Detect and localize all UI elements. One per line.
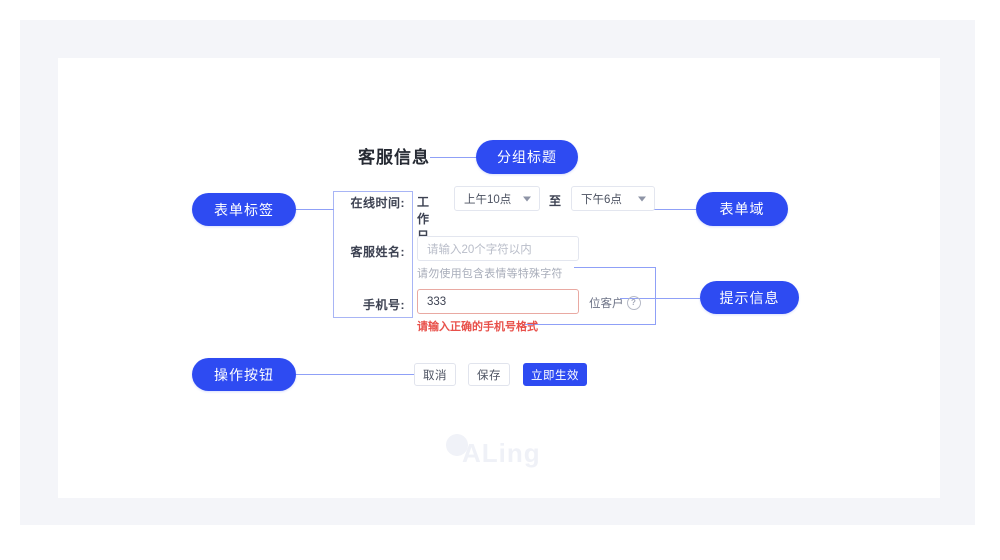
question-circle-icon[interactable]: ? (626, 296, 641, 310)
agent-name-input[interactable]: 请输入20个字符以内 (417, 236, 579, 261)
select-start-time[interactable]: 上午10点 (454, 186, 540, 211)
select-end-time[interactable]: 下午6点 (571, 186, 655, 211)
save-button[interactable]: 保存 (468, 363, 510, 386)
form-label-bounding-box (333, 191, 413, 318)
watermark: ALing (446, 434, 541, 469)
connector-hint-error (522, 324, 655, 325)
connector-form-label (296, 209, 334, 210)
phone-suffix: 位客户 ? (589, 295, 641, 311)
agent-name-help-text: 请勿使用包含表情等特殊字符 (417, 268, 563, 280)
chevron-down-icon (638, 196, 646, 201)
group-title: 客服信息 (358, 148, 430, 167)
phone-suffix-text: 位客户 (589, 298, 624, 310)
content-card (58, 58, 940, 498)
annotation-group-title: 分组标题 (476, 140, 578, 174)
cancel-button[interactable]: 取消 (414, 363, 456, 386)
connector-group-title (430, 157, 478, 158)
connector-form-field (622, 209, 696, 210)
chevron-down-icon (523, 196, 531, 201)
phone-input[interactable]: 333 (417, 289, 579, 314)
take-effect-button[interactable]: 立即生效 (523, 363, 587, 386)
annotation-form-field: 表单域 (696, 192, 788, 226)
connector-hint-help (574, 267, 655, 268)
watermark-text: ALing (462, 438, 541, 468)
select-start-time-value: 上午10点 (464, 193, 512, 206)
annotation-hint-info: 提示信息 (700, 281, 799, 314)
label-agent-name: 客服姓名: (350, 245, 405, 259)
label-phone: 手机号: (363, 298, 405, 312)
connector-action-buttons (296, 374, 414, 375)
annotation-action-buttons: 操作按钮 (192, 358, 296, 391)
select-end-time-value: 下午6点 (581, 193, 622, 206)
connector-hint-spine (655, 267, 656, 325)
time-range-separator: 至 (549, 194, 562, 208)
watermark-dot (446, 434, 468, 456)
label-online-time: 在线时间: (350, 196, 405, 210)
connector-hint-lead (655, 298, 700, 299)
annotation-form-label: 表单标签 (192, 193, 296, 226)
phone-error-text: 请输入正确的手机号格式 (417, 321, 538, 333)
